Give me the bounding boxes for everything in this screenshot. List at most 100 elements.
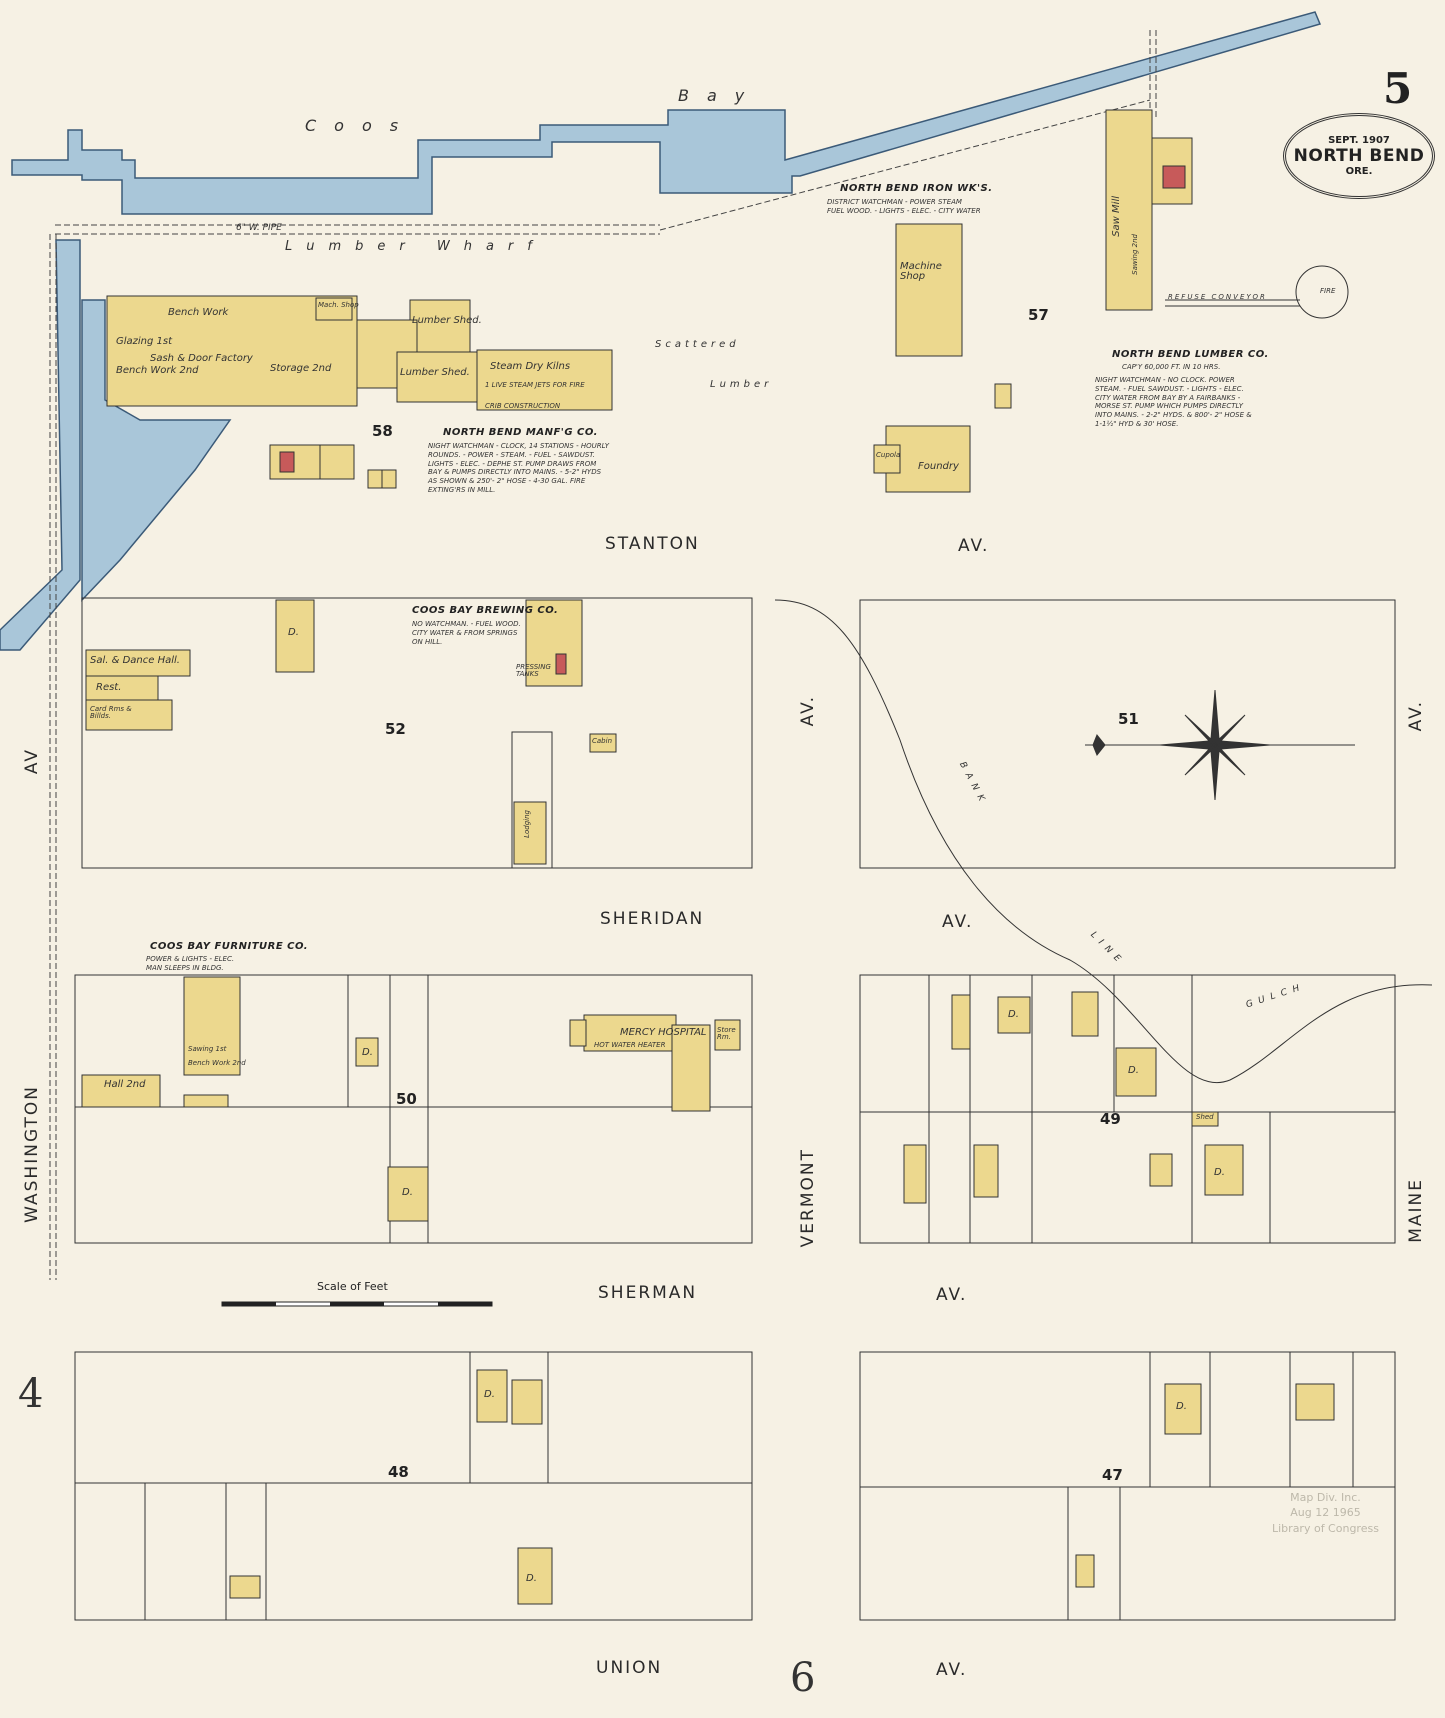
label-machine-shop: Machine Shop (900, 261, 942, 282)
block-58: 58 (372, 422, 393, 440)
label-sawing: Sawing 2nd (1131, 234, 1139, 275)
label-dwelling-49h: D. (1214, 1167, 1225, 1178)
block-49: 49 (1100, 1110, 1121, 1128)
lumber-capacity: CAP'Y 60,000 FT. IN 10 HRS. (1122, 363, 1221, 371)
bank-line (774, 599, 1433, 1083)
small-bldg-1 (367, 469, 383, 489)
label-sash-door: Sash & Door Factory (150, 353, 253, 364)
label-bench-work: Bench Work (168, 307, 229, 318)
label-refuse-conveyor: REFUSE CONVEYOR (1168, 293, 1267, 301)
compass-rose (1085, 689, 1355, 801)
label-dwelling-49b: D. (1008, 1009, 1019, 1020)
fire-pond (1295, 265, 1349, 319)
adjacent-plate-west: 4 (18, 1371, 44, 1417)
dwelling-49h (1204, 1144, 1244, 1196)
label-crib: CRIB CONSTRUCTION (485, 402, 561, 410)
block-47-outline (859, 1351, 1396, 1621)
dwelling-47b (1295, 1383, 1335, 1421)
dwelling-49d (1115, 1047, 1157, 1097)
label-fire: FIRE (1320, 287, 1336, 295)
street-stanton-av: AV. (958, 536, 990, 556)
dwelling-49g (1149, 1153, 1173, 1187)
scale-bar (221, 1301, 493, 1307)
street-washington: WASHINGTON (22, 1085, 42, 1223)
label-mercy-heat: HOT WATER HEATER (594, 1041, 666, 1049)
label-lumber-shed-1: Lumber Shed. (412, 315, 482, 326)
label-dwelling-50a: D. (362, 1047, 373, 1058)
label-cabin: Cabin (592, 737, 613, 745)
label-shed: Shed (1196, 1113, 1214, 1121)
block-51: 51 (1118, 710, 1139, 728)
label-scattered-lumber: Lumber (710, 379, 773, 390)
iron-company: NORTH BEND IRON WK'S. (840, 183, 993, 194)
street-washington-av: AV (22, 748, 42, 775)
dwelling-48b (511, 1379, 543, 1425)
brewing-company: COOS BAY BREWING CO. (412, 605, 559, 616)
label-pressing: PRESSING TANKS (516, 663, 551, 678)
dwelling-49a (951, 994, 971, 1050)
manfg-notes: NIGHT WATCHMAN - CLOCK, 14 STATIONS - HO… (428, 442, 610, 494)
street-sherman-av: AV. (936, 1285, 968, 1305)
small-g-bldg (994, 383, 1012, 409)
street-stanton: STANTON (605, 534, 700, 554)
street-vermont: VERMONT (798, 1148, 818, 1248)
brewery (525, 599, 583, 687)
block-57: 57 (1028, 306, 1049, 324)
label-storage: Storage 2nd (270, 363, 332, 374)
block-47: 47 (1102, 1466, 1123, 1484)
label-rest: Rest. (96, 682, 122, 693)
label-furn-sawing: Sawing 1st (188, 1045, 227, 1053)
wharf-label: Lumber Wharf (285, 239, 546, 254)
label-lumber-shed-2: Lumber Shed. (400, 367, 470, 378)
dwelling-48c (517, 1547, 553, 1605)
street-maine-av: AV. (1406, 700, 1426, 732)
saw-mill (1105, 109, 1153, 311)
street-union: UNION (596, 1658, 663, 1678)
bay-label-right: Bay (678, 86, 763, 105)
lumber-company: NORTH BEND LUMBER CO. (1112, 349, 1269, 360)
plate-state: ORE. (1345, 166, 1373, 177)
furniture-dry-kiln (183, 1094, 229, 1108)
dwelling-50a (355, 1037, 379, 1067)
hall-carpentry (81, 1074, 161, 1108)
shed-49 (1191, 1111, 1219, 1127)
label-dwelling-50b: D. (402, 1187, 413, 1198)
dwelling-50b (387, 1166, 429, 1222)
label-card-rms: Card Rms & Billds. (90, 705, 132, 720)
label-dwelling-48c: D. (526, 1573, 537, 1584)
street-maine: MAINE (1406, 1178, 1426, 1243)
label-kiln-note: 1 LIVE STEAM JETS FOR FIRE (485, 381, 585, 389)
label-store-rm: Store Rm. (717, 1026, 736, 1041)
plate-date: SEPT. 1907 (1328, 135, 1390, 146)
sash-door-factory (106, 295, 358, 407)
bay-shoreline (11, 11, 1322, 215)
dwelling-49b (997, 996, 1031, 1034)
lumber-notes: NIGHT WATCHMAN - NO CLOCK. POWER STEAM. … (1095, 376, 1252, 428)
saw-dust-bin (319, 444, 355, 480)
mercy-entry (569, 1019, 587, 1047)
lodging (513, 801, 547, 865)
furniture-notes: POWER & LIGHTS - ELEC. MAN SLEEPS IN BLD… (146, 955, 235, 972)
machine-shop (895, 223, 963, 357)
label-sal-dance: Sal. & Dance Hall. (90, 655, 180, 666)
label-glazing: Glazing 1st (116, 336, 173, 347)
label-cupola: Cupola (876, 451, 901, 459)
store-rm (714, 1019, 741, 1051)
engine-house (269, 444, 321, 480)
street-sheridan-av: AV. (942, 912, 974, 932)
library-stamp: Map Div. Inc. Aug 12 1965 Library of Con… (1272, 1490, 1379, 1536)
block-49-outline (859, 974, 1396, 1244)
dwelling-52 (275, 599, 315, 673)
cabin (589, 733, 617, 753)
dwelling-48a (476, 1369, 508, 1423)
manfg-company: NORTH BEND MANF'G CO. (443, 427, 598, 438)
label-dwelling-52: D. (288, 627, 299, 638)
street-sherman: SHERMAN (598, 1283, 698, 1303)
label-dwelling-47a: D. (1176, 1401, 1187, 1412)
label-hall: Hall 2nd (104, 1079, 146, 1090)
stamp-line-1: Map Div. Inc. (1290, 1491, 1361, 1504)
plate-number: 5 (1383, 64, 1413, 113)
block-48-outline (74, 1351, 753, 1621)
west-inlet (0, 239, 81, 651)
